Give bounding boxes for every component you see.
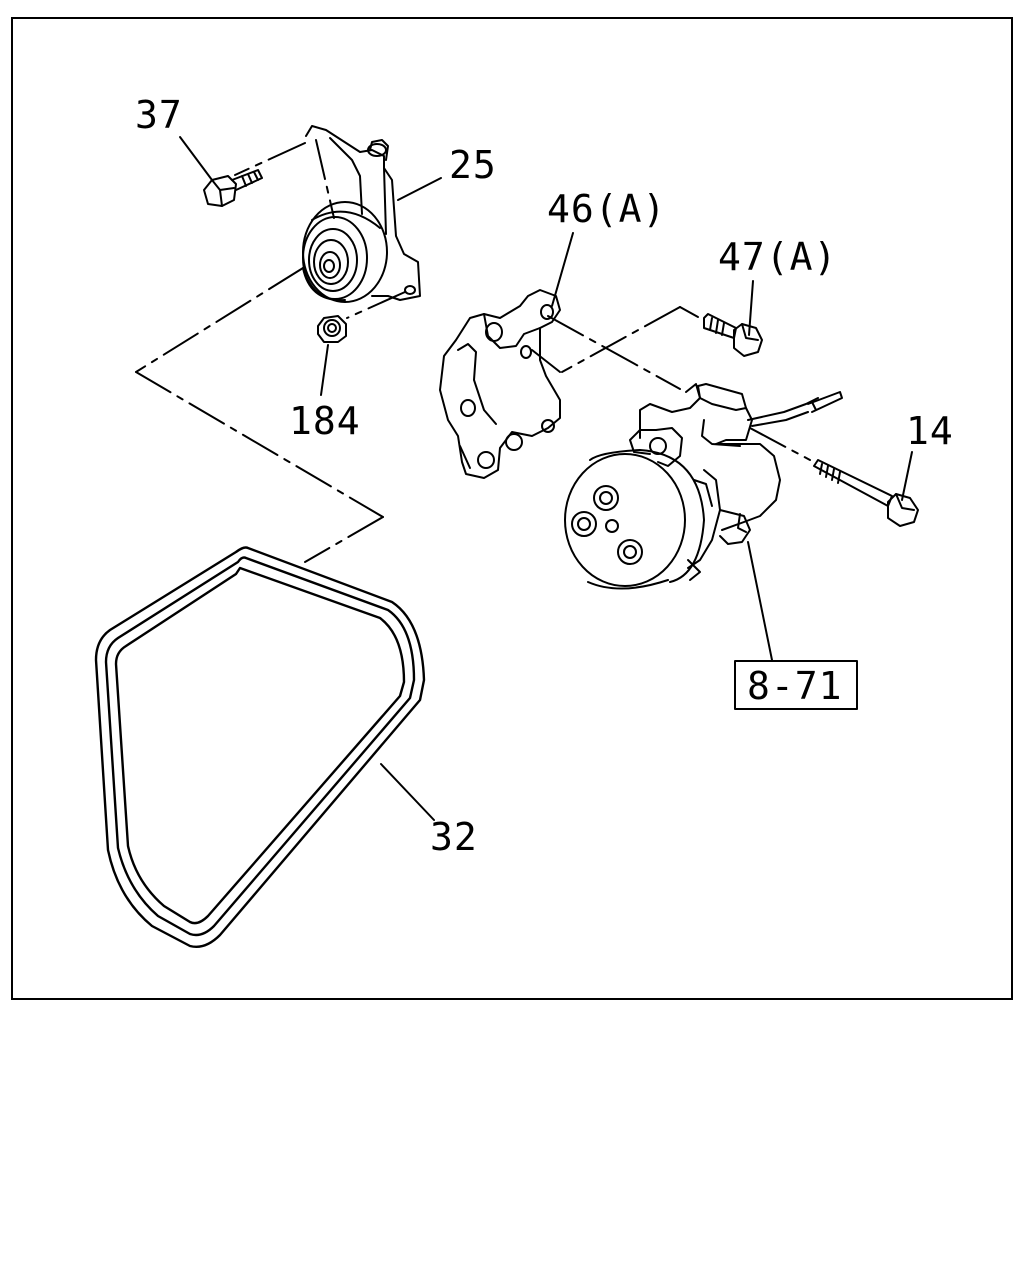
idler-bracket-25 bbox=[305, 125, 421, 301]
callout-32: 32 bbox=[430, 815, 478, 859]
callout-25: 25 bbox=[449, 143, 497, 187]
idler-pulley bbox=[302, 201, 388, 303]
nut-184 bbox=[317, 315, 347, 343]
diagram-frame bbox=[11, 17, 1013, 1000]
bolt-47 bbox=[703, 313, 763, 357]
compressor-ref-box bbox=[734, 660, 858, 710]
bolt-14 bbox=[813, 459, 919, 527]
callout-37: 37 bbox=[135, 93, 183, 137]
drive-belt-32 bbox=[94, 546, 426, 949]
callout-8-71: 8-71 bbox=[747, 664, 843, 708]
callout-184: 184 bbox=[289, 399, 361, 443]
compressor-bracket-46 bbox=[439, 289, 561, 479]
callout-46a: 46(A) bbox=[547, 187, 667, 231]
ac-compressor bbox=[564, 383, 843, 590]
callout-14: 14 bbox=[906, 409, 954, 453]
bolt-37 bbox=[203, 169, 263, 207]
dash-dot-lines bbox=[135, 139, 811, 563]
callout-47a: 47(A) bbox=[718, 235, 838, 279]
